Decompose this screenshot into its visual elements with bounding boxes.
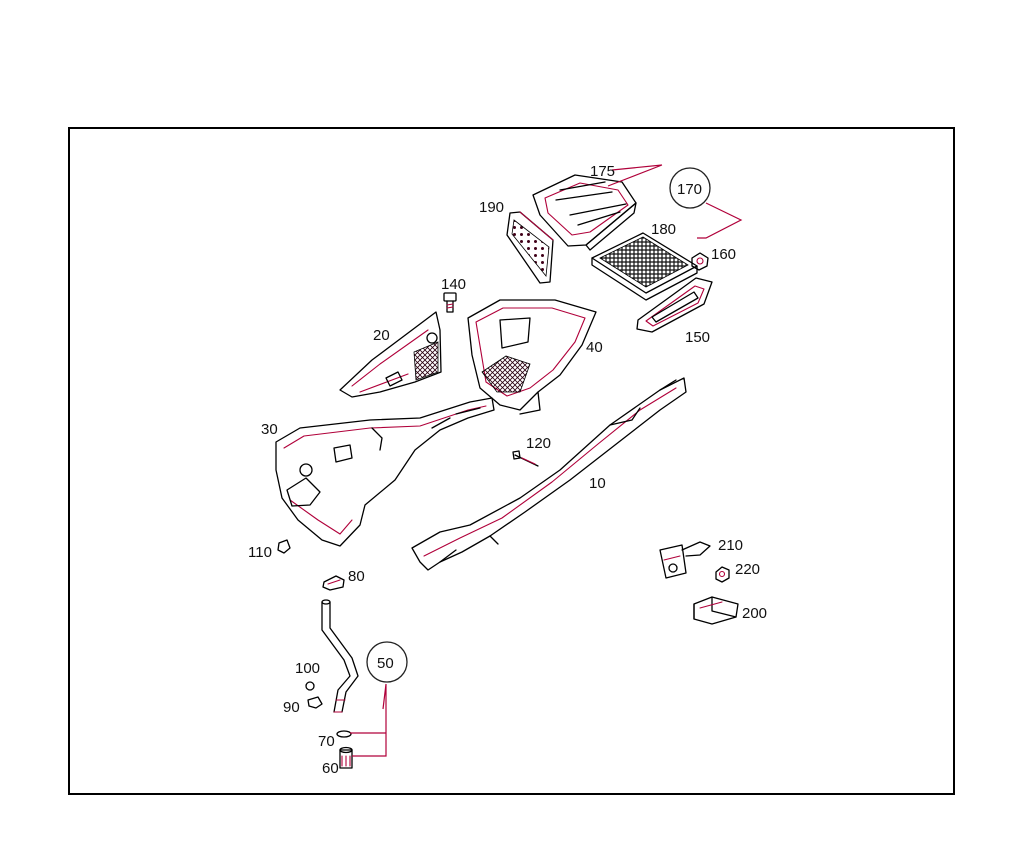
callout-70[interactable]: 70 [318, 733, 335, 750]
callout-220[interactable]: 220 [735, 561, 760, 578]
part-90-clip[interactable] [307, 696, 323, 709]
callout-40[interactable]: 40 [586, 339, 603, 356]
part-175-duct-housing[interactable] [532, 174, 637, 251]
part-100-nut[interactable] [305, 681, 315, 691]
part-10-trim-rail[interactable] [411, 377, 687, 571]
part-180-filter-element[interactable] [591, 232, 698, 301]
callout-210[interactable]: 210 [718, 537, 743, 554]
part-40-housing[interactable] [467, 299, 597, 415]
callout-30[interactable]: 30 [261, 421, 278, 438]
leader-lines [350, 164, 743, 757]
callout-190[interactable]: 190 [479, 199, 504, 216]
callout-200[interactable]: 200 [742, 605, 767, 622]
callout-150[interactable]: 150 [685, 329, 710, 346]
callout-160[interactable]: 160 [711, 246, 736, 263]
callout-90[interactable]: 90 [283, 699, 300, 716]
callout-labels: 175 170 190 180 160 140 20 150 40 30 120… [248, 163, 767, 777]
part-160-clip[interactable] [691, 252, 709, 271]
callout-20[interactable]: 20 [373, 327, 390, 344]
callout-120[interactable]: 120 [526, 435, 551, 452]
part-120-screw[interactable] [512, 450, 539, 467]
part-220-nut[interactable] [715, 566, 730, 583]
part-210-bracket[interactable] [659, 541, 711, 579]
callout-circle-170 [669, 167, 711, 209]
part-110-clip[interactable] [277, 539, 291, 554]
part-20-cover-panel[interactable] [339, 311, 442, 398]
callout-10[interactable]: 10 [589, 475, 606, 492]
callout-170[interactable]: 170 [677, 181, 702, 198]
part-60-end-cap[interactable] [339, 746, 353, 769]
part-200-module[interactable] [693, 596, 739, 625]
callout-60[interactable]: 60 [322, 760, 339, 777]
part-70-ring[interactable] [336, 730, 352, 738]
part-190-grille-cover[interactable] [506, 211, 554, 284]
diagram-frame [68, 127, 955, 795]
callout-100[interactable]: 100 [295, 660, 320, 677]
callout-140[interactable]: 140 [441, 276, 466, 293]
callout-80[interactable]: 80 [348, 568, 365, 585]
callout-circle-50 [366, 641, 408, 683]
callout-50[interactable]: 50 [377, 655, 394, 672]
part-150-seal-frame[interactable] [636, 277, 713, 333]
callout-180[interactable]: 180 [651, 221, 676, 238]
part-30-side-lining[interactable] [275, 397, 495, 547]
callout-175[interactable]: 175 [590, 163, 615, 180]
callout-110[interactable]: 110 [248, 544, 272, 561]
part-140-bolt[interactable] [443, 292, 457, 313]
part-80-grommet[interactable] [322, 575, 345, 591]
part-50-drain-hose[interactable] [321, 599, 359, 713]
